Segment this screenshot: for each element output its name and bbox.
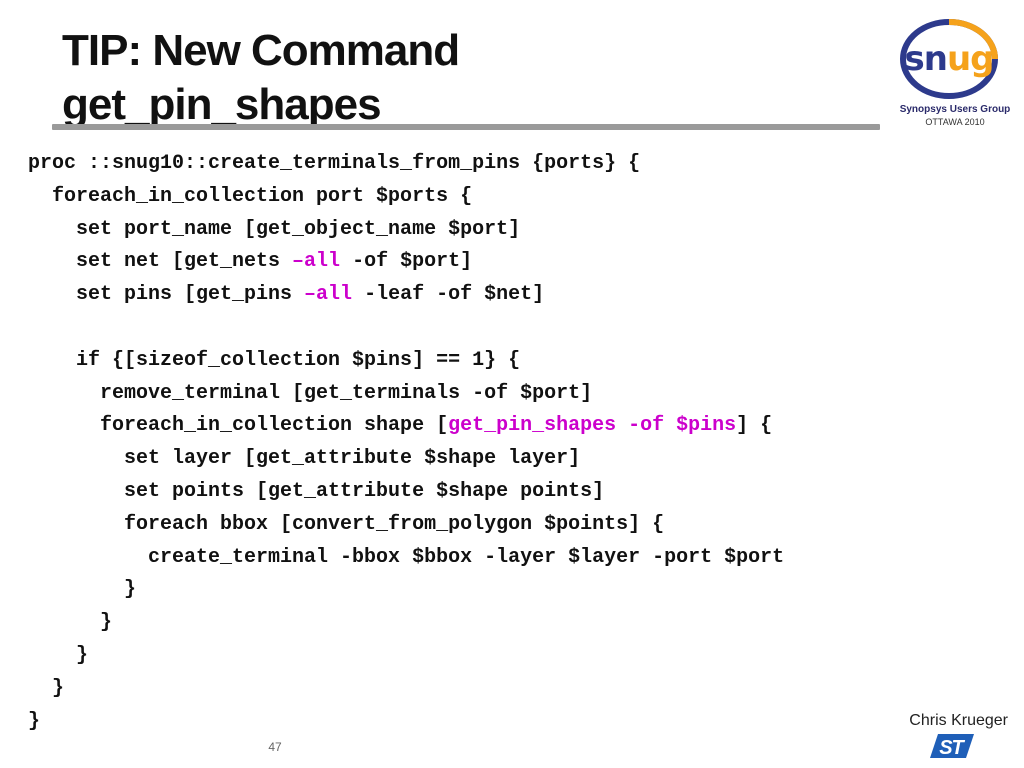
code-text: set net [get_nets: [28, 250, 293, 274]
code-line: }: [28, 673, 784, 706]
code-line: set layer [get_attribute $shape layer]: [28, 443, 784, 476]
code-text: -of $port]: [340, 250, 473, 274]
code-line: }: [28, 574, 784, 607]
snug-logo: snug Synopsys Users Group OTTAWA 2010: [892, 16, 1018, 134]
title-line-2: get_pin_shapes: [62, 80, 382, 129]
code-line: proc ::snug10::create_terminals_from_pin…: [28, 148, 784, 181]
code-text: proc ::snug10::create_terminals_from_pin…: [28, 152, 641, 175]
code-text: set port_name [get_object_name $port]: [28, 217, 521, 241]
code-line: }: [28, 706, 784, 739]
page-number: 47: [268, 740, 282, 754]
code-text: }: [28, 611, 113, 635]
code-text: set layer [get_attribute $shape layer]: [28, 447, 581, 471]
svg-text:ST: ST: [939, 737, 965, 759]
code-text: create_terminal -bbox $bbox -layer $laye…: [28, 545, 785, 569]
code-text: }: [28, 578, 137, 602]
code-text: foreach_in_collection shape [: [28, 414, 449, 438]
snug-logo-wordmark: snug: [892, 18, 1006, 100]
code-line: }: [28, 640, 784, 673]
title-line-1: TIP: New Command: [62, 26, 460, 75]
code-text: remove_terminal [get_terminals -of $port…: [28, 381, 593, 405]
snug-logo-text-ug: ug: [946, 39, 995, 79]
code-line: foreach_in_collection shape [get_pin_sha…: [28, 410, 784, 443]
code-line: foreach_in_collection port $ports {: [28, 181, 784, 214]
code-text: }: [28, 643, 89, 667]
author-name: Chris Krueger: [909, 712, 1008, 729]
code-line: set pins [get_pins –all -leaf -of $net]: [28, 279, 784, 312]
code-text: set points [get_attribute $shape points]: [28, 479, 605, 503]
code-block: proc ::snug10::create_terminals_from_pin…: [28, 148, 784, 738]
code-line: set port_name [get_object_name $port]: [28, 214, 784, 247]
code-text: foreach bbox [convert_from_polygon $poin…: [28, 512, 665, 536]
code-line: foreach bbox [convert_from_polygon $poin…: [28, 509, 784, 542]
slide-title: TIP: New Command get_pin_shapes: [62, 24, 460, 132]
code-highlight: get_pin_shapes -of $pins: [448, 414, 737, 438]
logo-event: OTTAWA 2010: [925, 117, 985, 127]
code-line: if {[sizeof_collection $pins] == 1} {: [28, 345, 784, 378]
code-text: -leaf -of $net]: [352, 283, 545, 307]
code-line: remove_terminal [get_terminals -of $port…: [28, 378, 784, 411]
code-text: ] {: [736, 414, 773, 438]
code-text: if {[sizeof_collection $pins] == 1} {: [28, 348, 521, 372]
code-line: }: [28, 607, 784, 640]
st-logo-icon: ST: [930, 734, 974, 759]
code-text: foreach_in_collection port $ports {: [28, 184, 473, 208]
code-line: [28, 312, 784, 345]
code-line: create_terminal -bbox $bbox -layer $laye…: [28, 542, 784, 575]
logo-subtitle: Synopsys Users Group: [899, 104, 1011, 115]
snug-logo-icon: [900, 19, 998, 99]
code-highlight: –all: [292, 250, 341, 274]
code-highlight: –all: [304, 283, 353, 307]
code-line: set points [get_attribute $shape points]: [28, 476, 784, 509]
title-underline: [52, 124, 880, 130]
snug-logo-text-sn: sn: [904, 39, 948, 79]
code-text: }: [28, 676, 65, 700]
code-text: set pins [get_pins: [28, 283, 305, 307]
code-text: }: [28, 709, 41, 733]
code-line: set net [get_nets –all -of $port]: [28, 246, 784, 279]
